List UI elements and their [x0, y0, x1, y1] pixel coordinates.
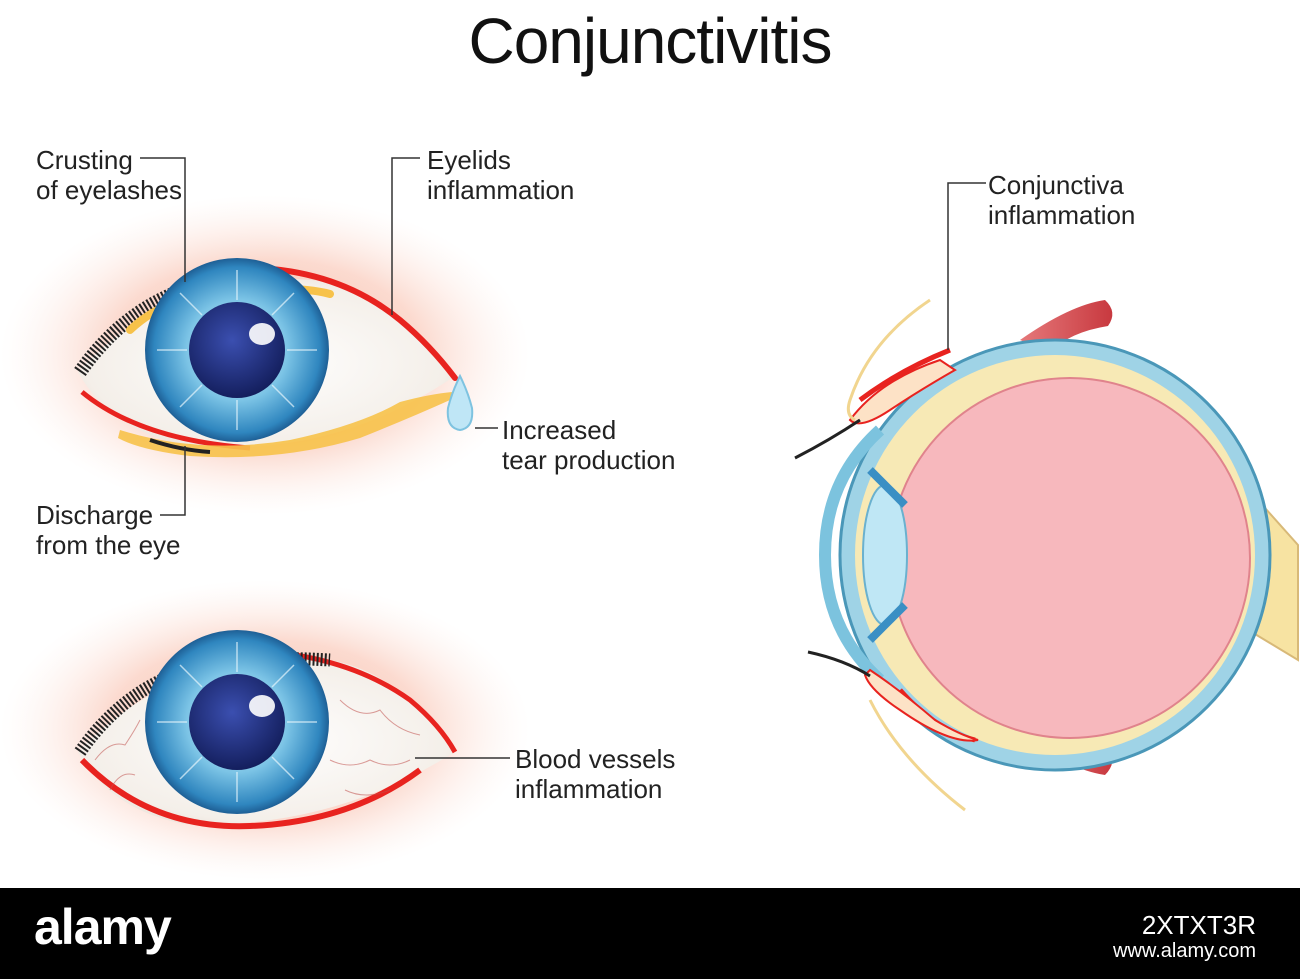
upper-eyelid-section-icon: [848, 358, 957, 425]
conjunctiva-upper-line: [858, 347, 951, 403]
image-id: 2XTXT3R: [1141, 910, 1256, 940]
eye-cross-section: [794, 298, 1299, 812]
discharge-lower-icon: [118, 392, 452, 458]
iris-fibers-icon: [157, 270, 317, 430]
pupil-icon: [189, 674, 285, 770]
blood-vessels-icon: [94, 699, 421, 796]
eye-with-red-vessels: [0, 580, 530, 880]
conjunctiva-leader: [947, 182, 986, 350]
stock-footer-bar: alamy 2XTXT3R www.alamy.com: [0, 888, 1300, 979]
site-url: www.alamy.com: [1113, 940, 1256, 962]
eyelids-leader: [391, 157, 420, 315]
lower-eyelid-section-icon: [863, 668, 979, 742]
pupil-icon: [189, 302, 285, 398]
page-title: Conjunctivitis: [468, 5, 832, 77]
lower-lash-section-icon: [807, 650, 871, 678]
diagram-canvas: [0, 157, 1299, 880]
lower-eyelid-red-line: [79, 757, 422, 830]
upper-eyelid-skin-icon: [846, 298, 931, 422]
crusting-leader: [140, 157, 186, 282]
eye-with-discharge: [0, 195, 530, 515]
lower-eyelid-skin-icon: [868, 699, 966, 812]
discharge-leader: [160, 446, 186, 516]
lower-lid-inflammation-line: [80, 390, 251, 451]
tear-drop-icon: [446, 373, 474, 432]
cornea-icon: [818, 425, 885, 685]
leader-lines: [140, 157, 986, 759]
upper-lash-section-icon: [794, 418, 861, 460]
alamy-logo: alamy: [34, 899, 172, 955]
vitreous-body-icon: [889, 377, 1251, 739]
iris-section-upper-icon: [867, 467, 908, 508]
iris-section-lower-icon: [867, 602, 908, 643]
lower-lashline-icon: [149, 438, 211, 454]
